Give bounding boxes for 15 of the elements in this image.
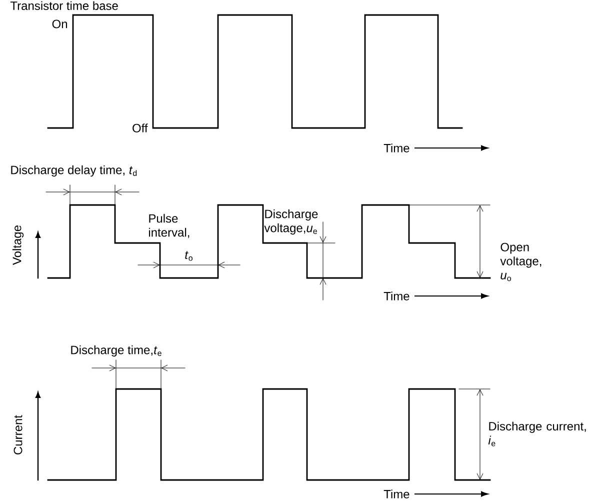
axis-label: Time [384,490,410,498]
plot-title: Transistor time base [10,1,118,10]
dimension-label: Discharge delay time, t$_{d}$ [11,165,137,177]
axis-label: Time [384,292,410,300]
axis-label: Current [14,415,22,454]
dimension-label: t$_{o}$ [185,251,192,261]
state-label: On [52,20,68,28]
axis-label: Voltage [12,226,24,265]
dimension-label: Pulse interval, [149,214,190,238]
dimension-label: Open voltage, u$_{o}$ [500,242,542,282]
axis-label: Time [384,144,410,152]
state-label: Off [132,124,148,132]
dimension-label: Discharge voltage,u$_{e}$ [264,209,318,235]
dimension-label: Discharge current, i$_{e}$ [488,422,586,446]
dimension-label: Discharge time,t$_{e}$ [71,345,162,357]
